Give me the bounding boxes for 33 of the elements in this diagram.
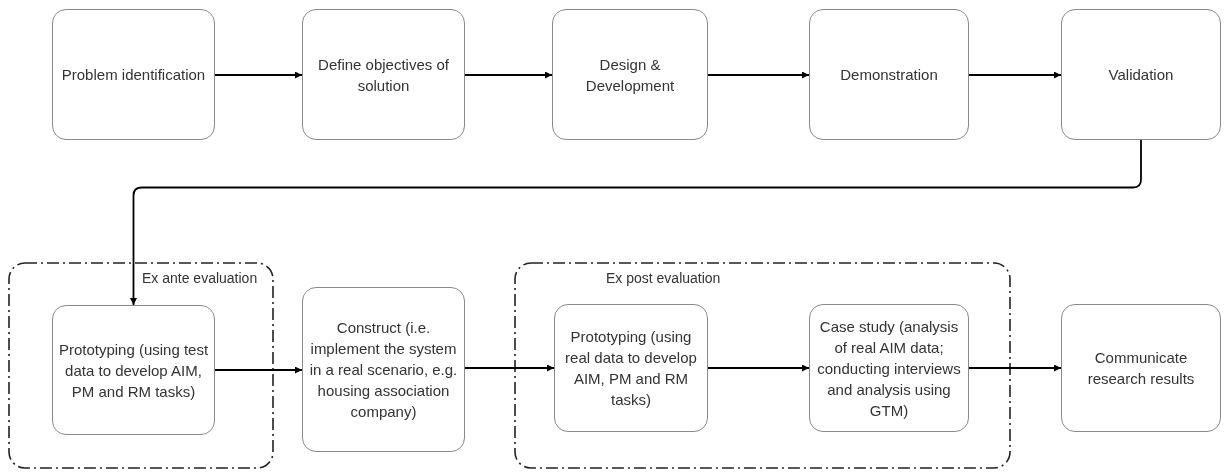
process-label: Construct (i.e. implement the system in a real scenario, e.g. housing association company)	[308, 318, 459, 422]
process-label: Prototyping (using real data to develop AIM, PM and RM tasks)	[564, 327, 698, 410]
process-label: Communicate research results	[1086, 348, 1196, 389]
process-box	[809, 304, 969, 432]
process-box	[809, 9, 969, 140]
arrow	[464, 364, 555, 372]
arrow	[464, 71, 553, 79]
process-box	[1061, 9, 1221, 140]
arrow	[707, 71, 810, 79]
process-box	[1061, 304, 1221, 432]
arrow	[130, 139, 1142, 306]
process-label: Prototyping (using test data to develop AIM, PM and RM tasks)	[57, 339, 210, 402]
process-label: Define objectives of solution	[317, 54, 450, 96]
process-box	[552, 9, 708, 140]
evaluation-group-frame	[8, 262, 274, 469]
process-box	[302, 287, 465, 452]
arrow	[968, 71, 1062, 79]
process-box	[52, 305, 215, 435]
process-label: Design & Development	[584, 54, 676, 96]
arrow	[707, 364, 810, 372]
evaluation-group-frame	[514, 262, 1011, 469]
process-label: Demonstration	[839, 65, 939, 85]
group-title: Ex ante evaluation	[142, 270, 258, 286]
process-box	[52, 9, 215, 140]
arrow	[968, 364, 1062, 372]
group-title: Ex post evaluation	[606, 270, 721, 286]
arrow	[214, 366, 303, 374]
process-label: Validation	[1107, 65, 1175, 85]
process-label: Problem identification	[60, 65, 207, 85]
process-box	[554, 304, 708, 432]
arrow	[214, 71, 303, 79]
process-box	[302, 9, 465, 140]
process-label: Case study (analysis of real AIM data; conducting interviews and analysis using GTM)	[816, 316, 962, 421]
